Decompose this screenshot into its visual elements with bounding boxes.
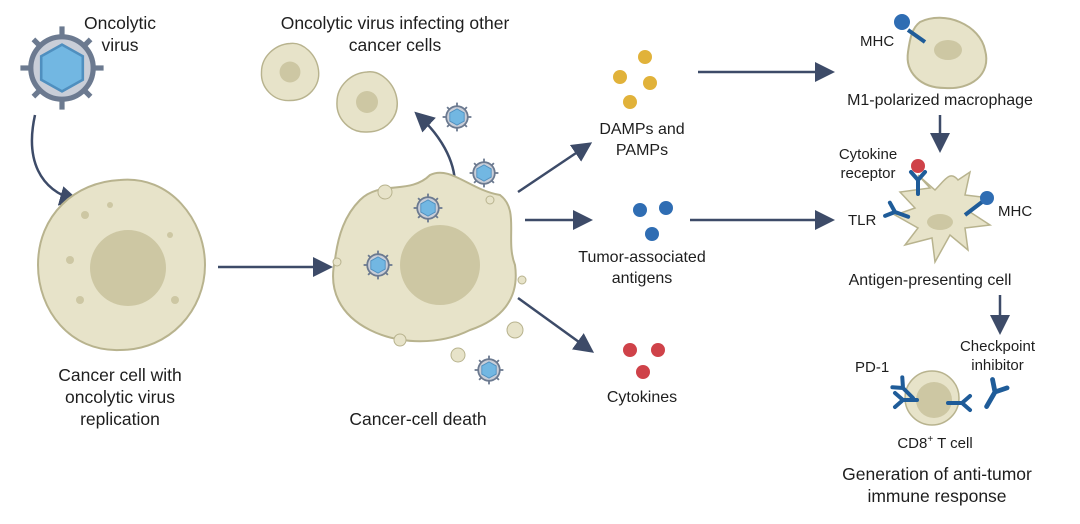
- label-cancer-cell-death: Cancer-cell death: [349, 409, 487, 429]
- arrow-virus-to-cell: [30, 114, 80, 206]
- cancer-cell-icon: [36, 178, 207, 352]
- label-line: Oncolytic: [84, 13, 156, 33]
- dying-cancer-cell-icon: [332, 171, 527, 363]
- label-part: T cell: [933, 435, 973, 452]
- checkpoint-inhibitor-icon: [979, 379, 1007, 410]
- virus-particle-icon: [441, 101, 473, 133]
- arrow-to-cytokines: [517, 296, 595, 353]
- label-line: antigens: [611, 270, 673, 287]
- label-checkpoint-inhibitor: Checkpoint inhibitor: [950, 337, 1045, 375]
- label-line: Checkpoint: [959, 338, 1036, 355]
- label-cytokines: Cytokines: [606, 389, 678, 406]
- label-line: Oncolytic virus infecting other: [280, 13, 510, 33]
- label-mhc-apc: MHC: [998, 203, 1033, 220]
- label-line: oncolytic virus: [65, 387, 175, 407]
- label-tumor-antigens: Tumor-associated antigens: [562, 247, 722, 289]
- label-line: Cytokine: [838, 146, 898, 163]
- label-line: immune response: [867, 486, 1007, 506]
- label-line: PAMPs: [615, 142, 669, 159]
- arrow-to-damps: [517, 142, 593, 194]
- virus-particle-icon: [473, 354, 505, 386]
- cytokine-bound-icon: [911, 159, 925, 173]
- label-cd8-t-cell: CD8+ T cell: [880, 430, 990, 453]
- label-pd1: PD-1: [855, 359, 890, 376]
- label-line: virus: [101, 35, 139, 55]
- label-line: Tumor-associated: [578, 249, 706, 266]
- label-line: inhibitor: [971, 357, 1024, 374]
- cytokines-icon: [623, 343, 665, 379]
- label-part: CD8: [897, 435, 928, 452]
- damps-pamps-icon: [613, 50, 657, 109]
- tumor-antigens-icon: [633, 201, 673, 241]
- label-m1-macrophage: M1-polarized macrophage: [847, 92, 1033, 109]
- label-line: replication: [80, 409, 160, 429]
- cancer-cell-small-icon: [336, 71, 398, 133]
- label-line: Generation of anti-tumor: [842, 464, 1032, 484]
- m1-macrophage-icon: [894, 14, 988, 90]
- virus-particle-icon: [468, 157, 500, 189]
- label-line: cancer cells: [348, 35, 442, 55]
- label-line: DAMPs and: [599, 121, 685, 138]
- mhc-receptor-icon: [963, 191, 994, 217]
- label-apc: Antigen-presenting cell: [848, 272, 1012, 289]
- label-mhc-macrophage: MHC: [860, 33, 895, 50]
- label-tlr: TLR: [848, 212, 877, 229]
- label-line: Cancer cell with: [58, 365, 182, 385]
- label-cytokine-receptor: Cytokine receptor: [828, 145, 908, 183]
- label-part: +: [927, 434, 934, 445]
- label-line: receptor: [840, 165, 896, 182]
